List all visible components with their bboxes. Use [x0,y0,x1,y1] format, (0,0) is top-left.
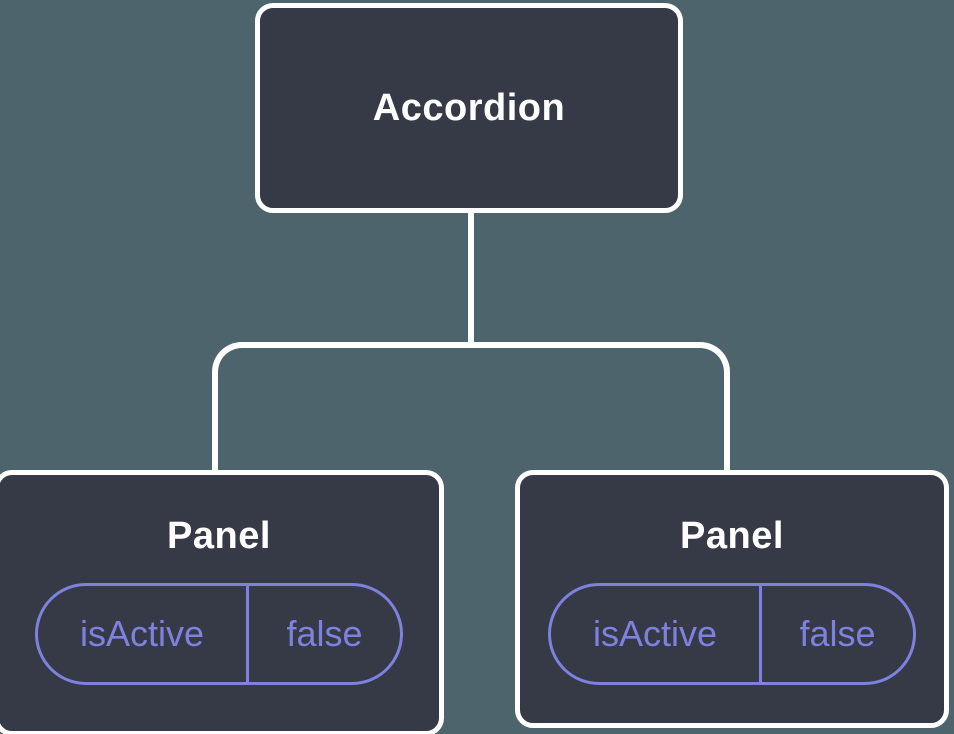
tree-node-panel-2: Panel isActive false [515,470,949,728]
connector-stem-line [468,212,474,348]
panel-2-state-key: isActive [551,586,763,682]
accordion-node-label: Accordion [372,87,566,129]
panel-1-state-pill: isActive false [35,583,403,685]
panel-2-state-value: false [799,613,876,654]
tree-node-panel-1: Panel isActive false [0,470,444,734]
panel-2-node-label: Panel [680,515,784,557]
panel-2-state-pill: isActive false [548,583,916,685]
panel-1-state-value: false [286,613,363,654]
panel-1-state-key: isActive [38,586,250,682]
connector-branch-bracket [212,342,730,470]
panel-1-node-label: Panel [167,515,271,557]
tree-node-accordion: Accordion [255,3,683,213]
